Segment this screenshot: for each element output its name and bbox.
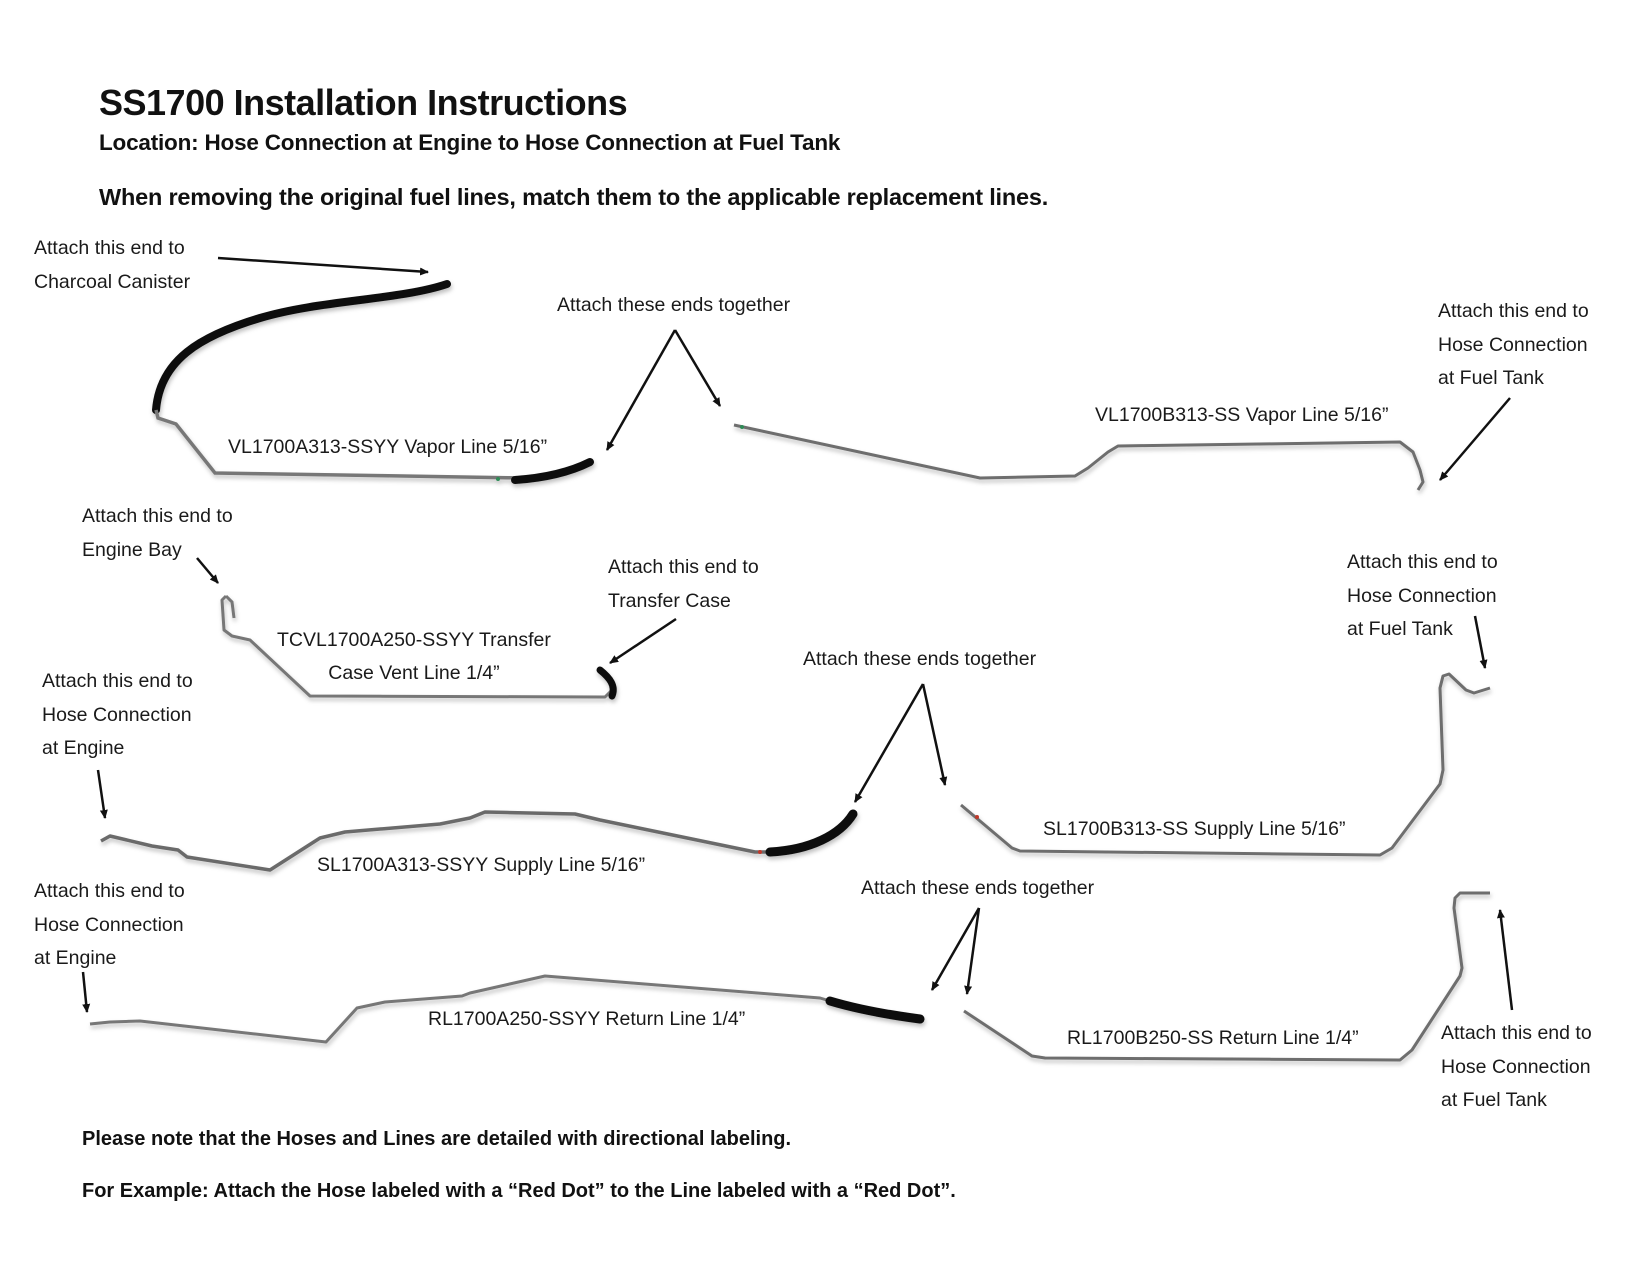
part-label-transfer-case-vent: TCVL1700A250-SSYY Transfer Case Vent Lin…	[277, 624, 551, 690]
location-subtitle: Location: Hose Connection at Engine to H…	[99, 130, 841, 155]
note-red-dot-example: For Example: Attach the Hose labeled wit…	[82, 1180, 956, 1202]
callout-supply-fuel-tank: Attach this end to Hose Connection at Fu…	[1347, 546, 1498, 647]
callout-engine-bay: Attach this end to Engine Bay	[82, 500, 233, 567]
note-directional-labeling: Please note that the Hoses and Lines are…	[82, 1128, 792, 1150]
callout-line: Attach this end to	[34, 237, 185, 259]
return-a-metal-tube	[89, 974, 831, 1044]
callout-line: at Fuel Tank	[1347, 618, 1453, 640]
return-a-hose	[825, 996, 925, 1024]
callout-line: Transfer Case	[608, 589, 731, 612]
return-b-metal-tube	[963, 891, 1490, 1062]
instruction-heading: When removing the original fuel lines, m…	[99, 184, 1049, 210]
callout-line: at Fuel Tank	[1441, 1089, 1547, 1111]
vapor-a-hose-end	[511, 458, 594, 484]
callout-line: Attach this end to	[1347, 551, 1498, 573]
callout-line: Engine Bay	[82, 538, 182, 561]
tcv-metal-tube	[220, 594, 614, 699]
arrow-engine-bay	[196, 557, 219, 584]
callout-line: Charcoal Canister	[34, 270, 191, 293]
green-marker-icon	[496, 477, 500, 481]
callout-line: Hose Connection	[34, 913, 184, 936]
callout-line: Attach this end to	[82, 505, 233, 527]
callout-line: at Fuel Tank	[1438, 367, 1544, 389]
callout-supply-join: Attach these ends together	[803, 648, 1037, 670]
callout-line: Hose Connection	[1347, 584, 1497, 607]
supply-a-hose	[765, 809, 858, 857]
arrow-return-join-left	[930, 907, 981, 991]
vapor-a-metal-tube	[154, 409, 526, 480]
tcv-hose-end	[596, 666, 617, 700]
callout-return-engine: Attach this end to Hose Connection at En…	[34, 875, 185, 976]
part-label-supply-a: SL1700A313-SSYY Supply Line 5/16”	[317, 854, 646, 876]
callout-line: Hose Connection	[1441, 1055, 1591, 1078]
vapor-line-b	[733, 423, 1425, 491]
vapor-a-hose-canister	[152, 280, 451, 414]
callout-supply-engine: Attach this end to Hose Connection at En…	[42, 665, 193, 766]
arrow-vapor-fuel-tank	[1439, 397, 1511, 481]
arrow-supply-join-left	[853, 683, 925, 803]
arrow-transfer-case	[609, 617, 677, 665]
arrow-vapor-join-left	[605, 329, 677, 451]
callout-vapor-fuel-tank: Attach this end to Hose Connection at Fu…	[1438, 295, 1589, 396]
supply-line-a	[100, 809, 858, 872]
page-title: SS1700 Installation Instructions	[99, 82, 628, 123]
vapor-line-a	[152, 280, 594, 484]
callout-line: Hose Connection	[1438, 333, 1588, 356]
green-marker-icon	[740, 425, 744, 429]
part-label-vapor-b: VL1700B313-SS Vapor Line 5/16”	[1095, 404, 1389, 426]
supply-a-metal-tube	[100, 810, 770, 872]
vapor-b-metal-tube	[733, 423, 1425, 491]
callout-transfer-case: Attach this end to Transfer Case	[608, 551, 759, 618]
callout-charcoal-canister: Attach this end to Charcoal Canister	[34, 232, 190, 299]
part-label-supply-b: SL1700B313-SS Supply Line 5/16”	[1043, 818, 1346, 840]
callout-line: at Engine	[42, 737, 125, 759]
return-line-b	[963, 891, 1490, 1062]
callout-vapor-join: Attach these ends together	[557, 294, 791, 316]
callout-line: Hose Connection	[42, 703, 192, 726]
supply-b-metal-tube	[960, 672, 1491, 857]
arrow-charcoal-canister	[217, 256, 429, 276]
callout-line: Attach this end to	[1441, 1022, 1592, 1044]
callout-arrows	[81, 256, 1514, 1013]
red-dot-marker-icon	[975, 815, 979, 819]
supply-line-b	[960, 672, 1491, 857]
callout-return-fuel-tank: Attach this end to Hose Connection at Fu…	[1441, 1017, 1592, 1118]
transfer-case-vent-line	[220, 594, 617, 700]
part-label-line: TCVL1700A250-SSYY Transfer	[277, 629, 551, 651]
part-label-vapor-a: VL1700A313-SSYY Vapor Line 5/16”	[228, 436, 548, 458]
arrow-supply-engine	[96, 769, 108, 819]
part-label-line: Case Vent Line 1/4”	[328, 662, 500, 684]
part-label-return-b: RL1700B250-SS Return Line 1/4”	[1067, 1027, 1359, 1049]
arrow-supply-join-right	[921, 683, 948, 786]
arrow-vapor-join-right	[673, 329, 722, 407]
callout-line: Attach this end to	[34, 880, 185, 902]
callout-line: Attach this end to	[1438, 300, 1589, 322]
return-line-a	[89, 974, 925, 1044]
arrow-supply-fuel-tank	[1473, 615, 1488, 669]
arrow-return-engine	[81, 971, 91, 1013]
tcv-top-hook	[224, 594, 236, 619]
callout-line: Attach this end to	[608, 556, 759, 578]
arrow-return-fuel-tank	[1496, 909, 1514, 1011]
callout-line: at Engine	[34, 947, 117, 969]
part-label-return-a: RL1700A250-SSYY Return Line 1/4”	[428, 1008, 746, 1030]
red-dot-marker-icon	[758, 850, 762, 854]
callout-line: Attach this end to	[42, 670, 193, 692]
arrow-return-join-right	[964, 907, 981, 995]
callout-return-join: Attach these ends together	[861, 877, 1095, 899]
